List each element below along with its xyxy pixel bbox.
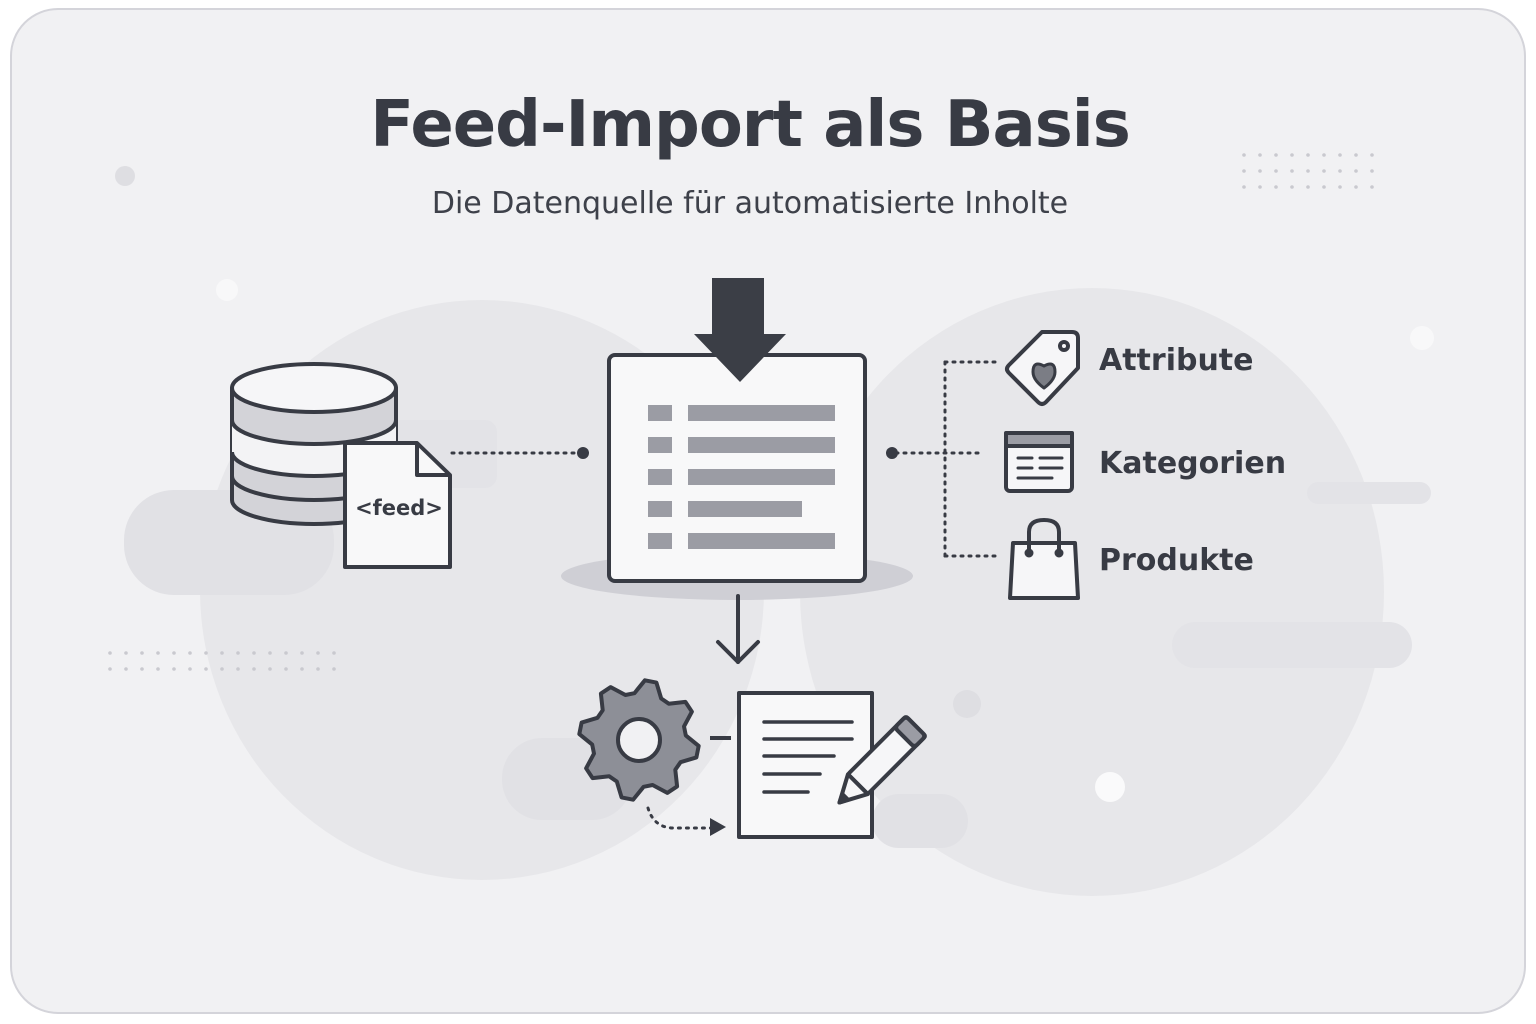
decor-dot — [1354, 185, 1358, 189]
decor-dot — [140, 667, 144, 671]
decor-dot — [1242, 185, 1246, 189]
decor-dot — [1242, 153, 1246, 157]
decor-dot — [220, 667, 224, 671]
connector-center-outputs — [894, 360, 1002, 558]
decor-dot — [236, 667, 240, 671]
decor-dot — [332, 667, 336, 671]
decor-dot — [1354, 153, 1358, 157]
decor-dot — [1354, 169, 1358, 173]
decor-dot — [268, 651, 272, 655]
decor-dot — [1306, 185, 1310, 189]
decor-dot — [300, 651, 304, 655]
decor-dot — [1322, 169, 1326, 173]
decor-dot — [1258, 185, 1262, 189]
decor-dot — [204, 667, 208, 671]
shopping-bag-icon — [1008, 518, 1080, 600]
decor-dot — [156, 651, 160, 655]
decor-dot — [1322, 185, 1326, 189]
decor-dot — [156, 667, 160, 671]
decor-dot — [124, 651, 128, 655]
database-with-feed-file-icon — [230, 362, 452, 569]
decor-dot — [316, 651, 320, 655]
decor-dot — [1290, 185, 1294, 189]
gear-icon — [577, 678, 701, 802]
connector-dot — [886, 447, 898, 459]
decor-dot — [1338, 185, 1342, 189]
decor-dot — [332, 651, 336, 655]
decor-dot — [1258, 153, 1262, 157]
decor-dot — [1274, 169, 1278, 173]
diagram-canvas: <feed> — [108, 153, 1434, 896]
diagram-card: Feed-Import als Basis Die Datenquelle fü… — [10, 8, 1526, 1014]
decor-dot — [1258, 169, 1262, 173]
decor-dot — [1290, 153, 1294, 157]
output-label-attribute: Attribute — [1099, 343, 1254, 378]
decor-dot — [1274, 185, 1278, 189]
decor-dot — [204, 651, 208, 655]
decor-dot — [252, 667, 256, 671]
flow-arrow-icon — [646, 806, 726, 836]
decor-dot — [172, 667, 176, 671]
category-window-icon — [1004, 431, 1074, 493]
decor-dot — [236, 651, 240, 655]
gear-hole — [616, 717, 662, 763]
decor-dot — [316, 667, 320, 671]
download-arrow-icon — [694, 278, 786, 382]
tag-icon — [1005, 330, 1080, 406]
dot-grid-top-right — [1242, 153, 1374, 189]
decor-dot — [300, 667, 304, 671]
decor-dot — [1306, 169, 1310, 173]
decor-dot — [1338, 169, 1342, 173]
decor-dot — [1306, 153, 1310, 157]
decor-dot — [108, 651, 112, 655]
decor-dot — [220, 651, 224, 655]
decor-dot — [1322, 153, 1326, 157]
decor-dot — [1274, 153, 1278, 157]
decor-dot — [108, 667, 112, 671]
decor-dot — [1290, 169, 1294, 173]
decor-dot — [188, 651, 192, 655]
decor-dot — [1242, 169, 1246, 173]
arrow-down-icon — [716, 594, 760, 664]
decor-dot — [1370, 185, 1374, 189]
decor-dot — [140, 651, 144, 655]
decor-dot — [124, 667, 128, 671]
feed-tag-label: <feed> — [355, 496, 443, 520]
output-label-kategorien: Kategorien — [1099, 446, 1287, 481]
decor-dot — [1370, 169, 1374, 173]
page-title: Feed-Import als Basis — [370, 88, 1131, 162]
decor-dot — [252, 651, 256, 655]
decor-dot — [1338, 153, 1342, 157]
decor-dot — [188, 667, 192, 671]
page-subtitle: Die Datenquelle für automatisierte Inhol… — [431, 186, 1069, 221]
edit-document-icon — [737, 691, 927, 839]
dot-grid-left — [108, 651, 336, 671]
decor-dot — [268, 667, 272, 671]
connector-source-center — [450, 447, 589, 459]
decor-dot — [1370, 153, 1374, 157]
decor-dot — [284, 667, 288, 671]
decor-dot — [172, 651, 176, 655]
output-label-produkte: Produkte — [1099, 543, 1254, 578]
import-document-icon — [561, 278, 913, 600]
decor-dot — [284, 651, 288, 655]
